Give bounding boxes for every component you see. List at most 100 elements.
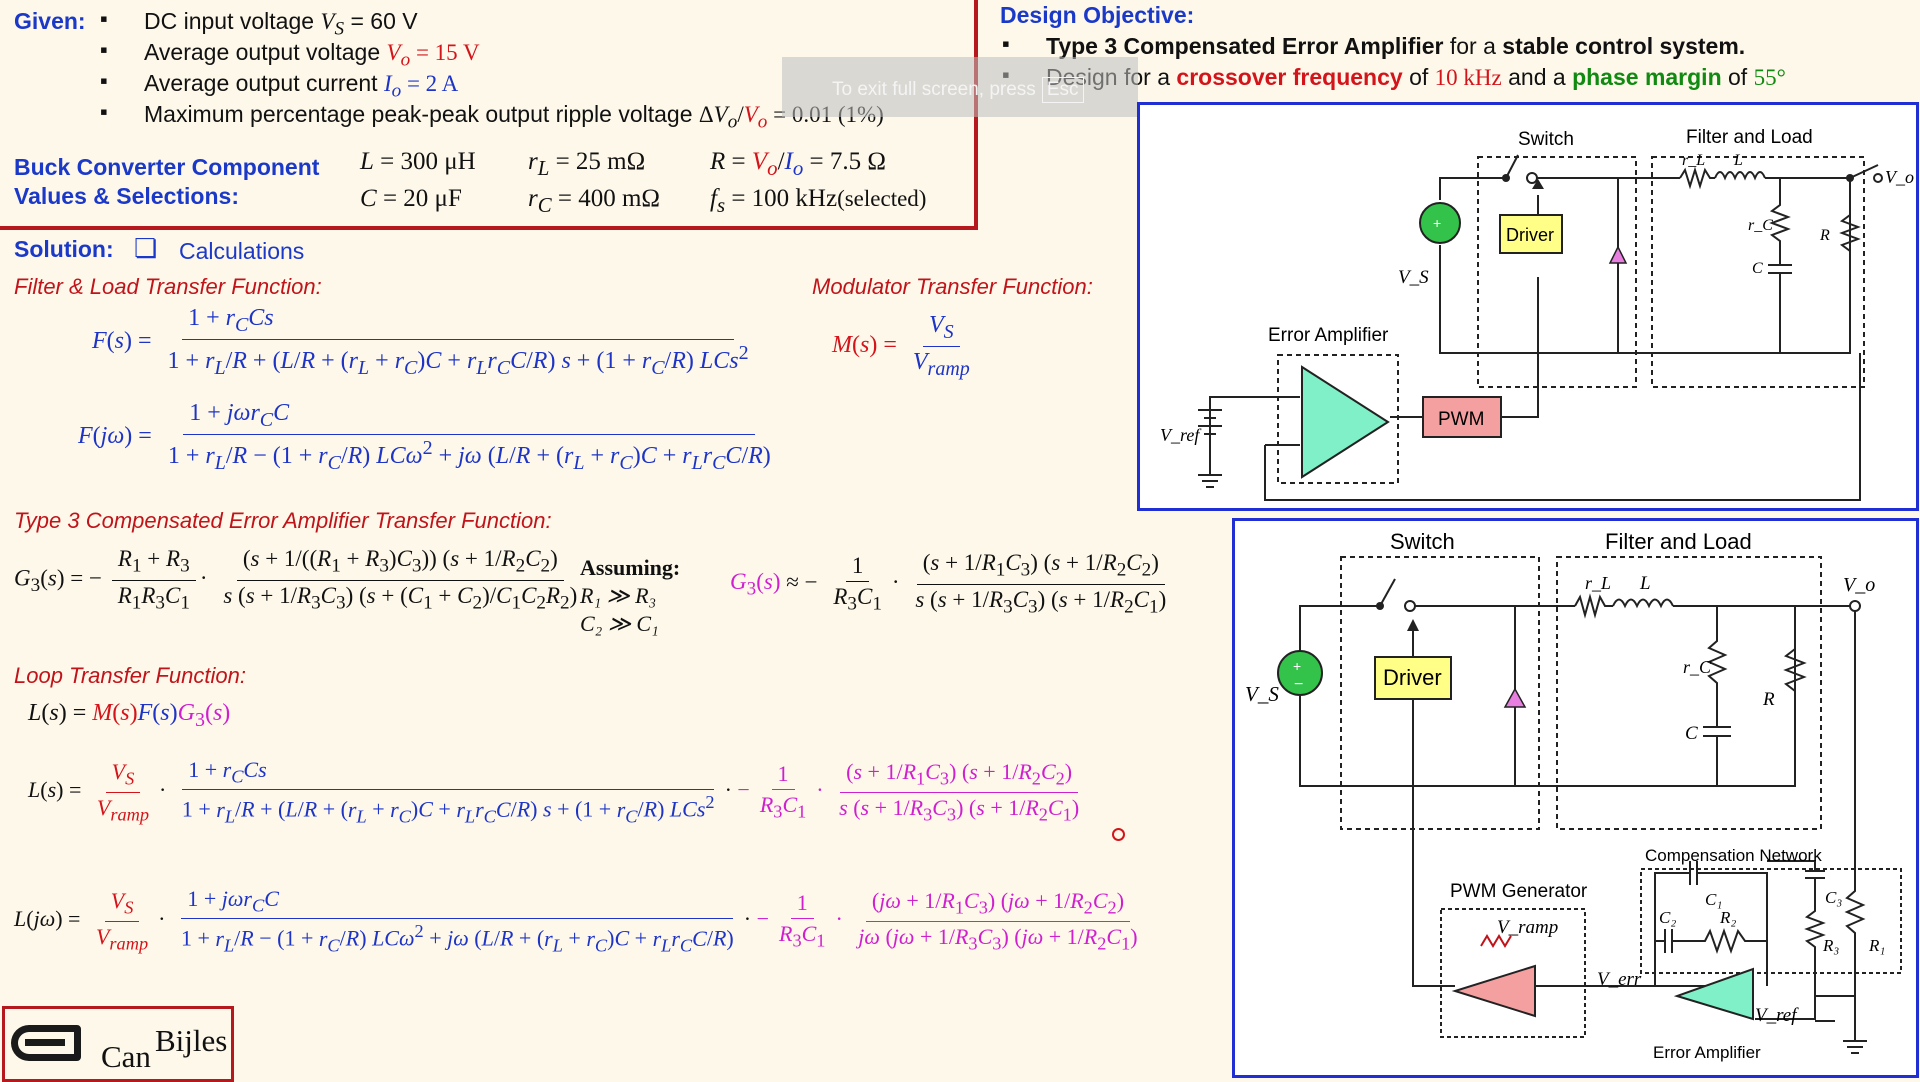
d2-verr-label: V_err <box>1597 969 1642 990</box>
d2-c3-label: C₃ <box>1825 888 1842 907</box>
given-heading: Given: <box>14 8 86 34</box>
fs-note: (selected) <box>837 186 927 211</box>
design-strong1: Type 3 Compensated Error Amplifier <box>1046 33 1444 59</box>
assume-2: C₂ ≫ C₁ <box>580 611 659 636</box>
d2-r2-label: R₂ <box>1719 908 1736 927</box>
d2-driver-label: Driver <box>1383 665 1442 690</box>
design-line2-text3: and a <box>1508 64 1566 90</box>
driver-block <box>1499 214 1563 254</box>
d2-driver-block <box>1374 656 1452 700</box>
d2-vo-label: V_o <box>1843 574 1875 596</box>
loop-section-title: Loop Transfer Function: <box>14 663 246 688</box>
solution-heading: Solution: <box>14 236 114 262</box>
d1-rc-label: r_C <box>1748 217 1773 234</box>
design-strong2: stable control system. <box>1502 33 1746 59</box>
given-item-io: Average output current Io = 2 A <box>100 68 884 102</box>
d2-r1-label: R₁ <box>1868 936 1885 955</box>
d2-c2-label: C₂ <box>1659 908 1676 927</box>
d2-rc-label: r_C <box>1683 657 1712 677</box>
eq-F-s: F(s) = 1 + rCCs 1 + rL/R + (L/R + (rL + … <box>92 305 749 379</box>
component-heading-line1: Buck Converter Component <box>14 154 320 180</box>
design-line2-text2: of <box>1409 64 1429 90</box>
d2-compnet-label: Compensation Network <box>1645 846 1822 865</box>
d2-rl-label: r_L <box>1585 573 1611 593</box>
d1-pwm-label: PWM <box>1438 409 1484 430</box>
svg-text:−: − <box>1294 676 1303 693</box>
given-item-vo: Average output voltage Vo = 15 V <box>100 37 884 71</box>
component-heading-line2: Values & Selections: <box>14 183 239 209</box>
d2-filter-label: Filter and Load <box>1605 529 1752 554</box>
svg-text:+: + <box>1433 215 1441 231</box>
d2-erroramp-triangle <box>1673 967 1754 1021</box>
d2-vs-source-icon <box>1277 650 1323 696</box>
logo: Can Bijles <box>2 1006 234 1082</box>
error-amp-triangle <box>1301 365 1390 479</box>
d1-c-label: C <box>1752 260 1763 277</box>
modulator-section-title: Modulator Transfer Function: <box>812 274 1093 299</box>
d2-diode-icon <box>1503 687 1527 708</box>
ramp-icon <box>1480 934 1512 948</box>
crossover-text: crossover frequency <box>1176 64 1403 90</box>
d1-vref-label: V_ref <box>1160 425 1202 445</box>
d1-driver-label: Driver <box>1506 225 1554 245</box>
d2-c1-label: C₁ <box>1705 890 1722 909</box>
assuming-label: Assuming: <box>580 555 681 580</box>
d2-l-label: L <box>1639 573 1651 594</box>
value-rC: rC = 400 mΩ <box>528 185 661 217</box>
d1-r-label: R <box>1819 227 1830 244</box>
diagram1-svg: + Driver PWM Switch Filter and Load Erro… <box>1160 127 1914 501</box>
d2-r-label: R <box>1762 689 1775 710</box>
value-C: C = 20 μF <box>360 185 462 212</box>
diode-icon <box>1608 245 1628 264</box>
svg-text:+: + <box>1293 658 1301 674</box>
d1-l-label: L <box>1733 152 1743 169</box>
calculations-label: Calculations <box>179 238 305 264</box>
given-list: DC input voltage VS = 60 V Average outpu… <box>100 6 884 133</box>
component-heading: Buck Converter Component Values & Select… <box>14 153 319 211</box>
given-item-vs: DC input voltage VS = 60 V <box>100 6 884 40</box>
d2-vref-label: V_ref <box>1755 1005 1799 1026</box>
design-text1: for a <box>1449 33 1496 59</box>
d2-erroramp-label: Error Amplifier <box>1653 1043 1761 1062</box>
d2-switch-label: Switch <box>1390 529 1455 554</box>
d1-vs-label: V_S <box>1398 267 1429 288</box>
diagram2-svg: + − Driver Switch Filter and Load Compen… <box>1245 529 1902 1062</box>
assume-1: R₁ ≫ R₃ <box>580 583 657 608</box>
crossover-freq: 10 kHz <box>1434 65 1502 90</box>
checkbox-icon: ❏ <box>134 233 158 263</box>
eq-L-product: L(s) = M(s)F(s)G3(s) <box>28 700 231 731</box>
logo-bijles-text: Bijles <box>155 1023 228 1058</box>
d2-vramp-label: V_ramp <box>1497 917 1558 938</box>
design-line2-text4: of <box>1728 64 1748 90</box>
diagram-closed-loop: + Driver PWM Switch Filter and Load Erro… <box>1137 102 1919 511</box>
d2-pwmgen-label: PWM Generator <box>1450 881 1588 902</box>
design-item-1: Type 3 Compensated Error Amplifier for a… <box>1002 31 1786 64</box>
fullscreen-notice-text: To exit full screen, press <box>832 79 1036 100</box>
diagram-compensation: + − Driver Switch Filter and Load Compen… <box>1232 518 1919 1078</box>
logo-can-text: Can <box>101 1039 151 1074</box>
value-fs: fs = 100 kHz(selected) <box>710 185 927 217</box>
cursor-dot <box>1112 828 1125 841</box>
type3-section-title: Type 3 Compensated Error Amplifier Trans… <box>14 508 552 533</box>
d1-vo-label: V_o <box>1885 167 1914 187</box>
d2-c-label: C <box>1685 723 1698 744</box>
d1-erroramp-label: Error Amplifier <box>1268 325 1389 346</box>
d1-filter-label: Filter and Load <box>1686 127 1813 148</box>
phase-margin-text: phase margin <box>1572 64 1722 90</box>
d2-vs-label: V_S <box>1245 682 1279 706</box>
vs-source-icon <box>1419 202 1461 244</box>
esc-key: Esc <box>1041 77 1084 103</box>
eq-F-jw: F(jω) = 1 + jωrCC 1 + rL/R − (1 + rC/R) … <box>78 400 771 474</box>
d2-r3-label: R₃ <box>1822 936 1839 955</box>
value-R: R = Vo/Io = 7.5 Ω <box>710 148 886 180</box>
given-item-ripple: Maximum percentage peak-peak output ripp… <box>100 99 884 133</box>
d1-rl-label: r_L <box>1682 152 1705 169</box>
design-heading: Design Objective: <box>1000 2 1195 28</box>
filter-section-title: Filter & Load Transfer Function: <box>14 274 322 299</box>
value-rL: rL = 25 mΩ <box>528 148 646 180</box>
